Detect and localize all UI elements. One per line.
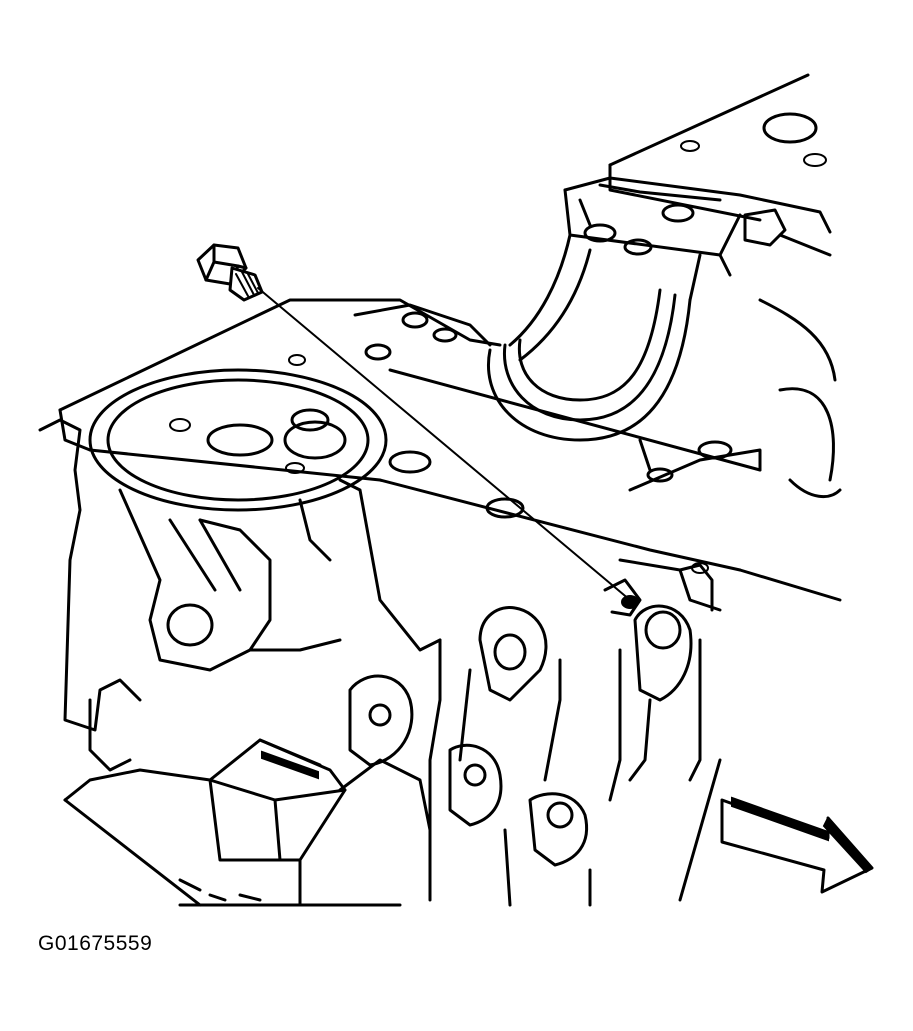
front-direction-arrow-icon [720,796,874,894]
upper-deck [563,73,832,277]
crankcase-bosses [348,604,722,907]
figure-id-label: G01675559 [38,932,153,955]
block-side-rail [88,368,842,612]
main-bearing-saddle [487,233,842,499]
plug-bolt-icon [196,243,642,617]
left-mount-boss [38,418,442,772]
oil-pump-housing [58,298,525,519]
lower-crankcase [63,738,432,907]
